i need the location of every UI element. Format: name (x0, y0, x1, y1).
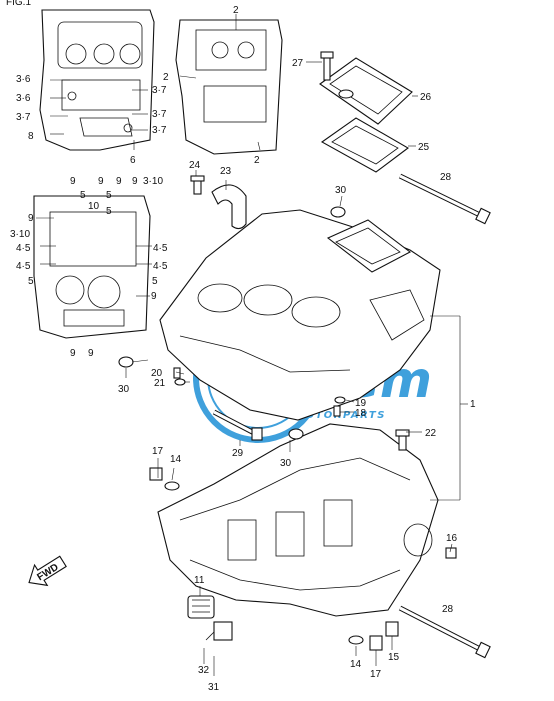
callout-14: 14 (350, 659, 362, 670)
callout-28: 28 (440, 172, 452, 183)
callout-2: 2 (254, 155, 260, 166)
callout-4-5: 4·5 (153, 243, 168, 254)
callout-6: 6 (130, 155, 136, 166)
leader-lines (125, 61, 453, 676)
callout-27: 27 (292, 58, 304, 69)
callout-28: 28 (442, 604, 454, 615)
callout-30: 30 (280, 458, 292, 469)
callout-30: 30 (118, 384, 130, 395)
header-fragment: FIG.1 (6, 0, 31, 8)
callout-24: 24 (189, 160, 201, 171)
callout-9: 9 (132, 176, 138, 187)
assembly-bracket-1 (430, 315, 468, 501)
long-bolt-28-upper (398, 173, 491, 225)
callout-3-10: 3·10 (10, 229, 30, 240)
gasket-25 (320, 117, 409, 173)
inset-upper-case-top-view (39, 9, 155, 151)
callout-23: 23 (220, 166, 232, 177)
bracket-23 (211, 184, 247, 230)
callout-3-7: 3·7 (152, 125, 167, 136)
callout-16: 16 (446, 533, 458, 544)
callout-14: 14 (170, 454, 182, 465)
o-ring-21 (174, 378, 186, 386)
callout-9: 9 (116, 176, 122, 187)
inset-upper-case-side-view (175, 14, 283, 155)
seal-30-upper (330, 206, 346, 218)
callout-25: 25 (418, 142, 430, 153)
callout-21: 21 (154, 378, 166, 389)
callout-4-5: 4·5 (16, 261, 31, 272)
callout-3-7: 3·7 (16, 112, 31, 123)
callout-8: 8 (28, 131, 34, 142)
callout-3-7: 3·7 (152, 109, 167, 120)
bolt-22 (395, 429, 410, 451)
callout-30: 30 (335, 185, 347, 196)
plug-17-left (149, 467, 163, 481)
washer-14-left (164, 481, 180, 491)
callout-5: 5 (106, 206, 112, 217)
callout-5: 5 (28, 276, 34, 287)
callout-2: 2 (163, 72, 169, 83)
long-bolt-28-lower (398, 605, 491, 659)
callout-17: 17 (370, 669, 382, 680)
callout-32: 32 (198, 665, 210, 676)
oil-pan-seat (326, 219, 412, 273)
upper-crankcase (159, 209, 441, 421)
fwd-arrow: FWD (28, 555, 67, 587)
bolt-27 (323, 55, 331, 81)
callout-9: 9 (88, 348, 94, 359)
callout-11: 11 (194, 575, 205, 586)
cover-plug (338, 89, 354, 99)
callout-1: 1 (470, 399, 476, 410)
cover-assembly (319, 51, 413, 173)
callout-19: 19 (355, 398, 367, 409)
callout-3-10: 3·10 (143, 176, 163, 187)
bolt-24 (190, 175, 205, 195)
callout-4-5: 4·5 (153, 261, 168, 272)
washer-14-bottom (348, 635, 364, 645)
callout-31: 31 (208, 682, 220, 693)
plug-16 (445, 547, 457, 559)
callout-20: 20 (151, 368, 163, 379)
callout-2: 2 (233, 5, 239, 16)
callout-9: 9 (28, 213, 34, 224)
callout-9: 9 (70, 176, 76, 187)
seal-30-left (118, 356, 134, 368)
callout-17: 17 (152, 446, 164, 457)
callout-15: 15 (388, 652, 400, 663)
callout-3-7: 3·7 (152, 85, 167, 96)
oil-pressure-switch-31 (205, 621, 233, 641)
callout-10: 10 (88, 201, 100, 212)
callout-3-6: 3·6 (16, 93, 31, 104)
o-ring-19 (334, 396, 346, 404)
cover-26 (319, 57, 413, 125)
inset-lower-case-bolt-pattern (33, 195, 152, 339)
callout-9: 9 (98, 176, 104, 187)
plug-17-bottom (369, 635, 383, 651)
dowel-18 (333, 405, 341, 417)
callout-18: 18 (355, 408, 367, 419)
callout-3-6: 3·6 (16, 74, 31, 85)
callout-29: 29 (232, 448, 244, 459)
callout-22: 22 (425, 428, 437, 439)
seal-30-mid (288, 428, 304, 440)
callout-5: 5 (152, 276, 158, 287)
plug-15 (385, 621, 399, 637)
oil-filter-union-11 (187, 595, 215, 619)
callout-9: 9 (151, 291, 157, 302)
callout-5: 5 (106, 190, 112, 201)
callout-5: 5 (80, 190, 86, 201)
callout-labels: 1 2 2 2 3·6 3·6 3·7 3·7 3·7 3·7 8 6 3·10… (10, 5, 476, 693)
callout-9: 9 (70, 348, 76, 359)
callout-26: 26 (420, 92, 432, 103)
callout-4-5: 4·5 (16, 243, 31, 254)
stud-29 (212, 409, 263, 441)
